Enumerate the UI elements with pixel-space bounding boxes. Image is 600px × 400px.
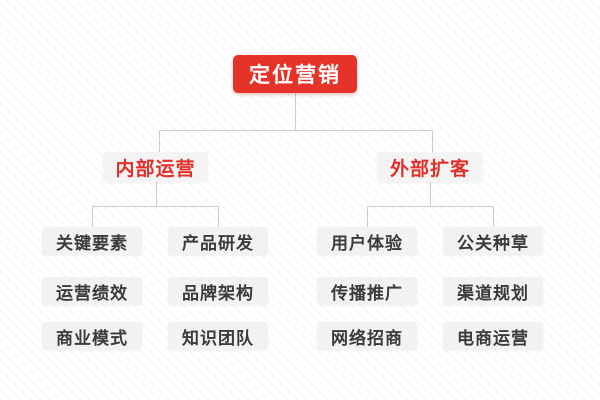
leaf-node-business-model: 商业模式	[42, 322, 142, 350]
branch-node-internal-operations: 内部运营	[103, 152, 208, 182]
leaf-node-key-elements: 关键要素	[42, 227, 142, 255]
leaf-node-ecommerce-operation: 电商运营	[443, 322, 543, 350]
root-node-positioning-marketing: 定位营销	[233, 55, 357, 93]
connector-right-branch-to-leaves	[367, 182, 494, 227]
leaf-node-user-experience: 用户体验	[317, 227, 417, 255]
leaf-node-online-investment: 网络招商	[317, 322, 417, 350]
connector-left-branch-to-leaves	[92, 182, 219, 227]
leaf-node-brand-architecture: 品牌架构	[168, 277, 268, 305]
leaf-node-pr-seeding: 公关种草	[443, 227, 543, 255]
leaf-node-channel-planning: 渠道规划	[443, 277, 543, 305]
connector-root-to-branches	[159, 93, 433, 152]
leaf-node-knowledge-team: 知识团队	[168, 322, 268, 350]
leaf-node-operation-performance: 运营绩效	[42, 277, 142, 305]
branch-node-external-expansion: 外部扩客	[377, 152, 483, 182]
leaf-node-product-rd: 产品研发	[168, 227, 268, 255]
leaf-node-communication-promotion: 传播推广	[317, 277, 417, 305]
